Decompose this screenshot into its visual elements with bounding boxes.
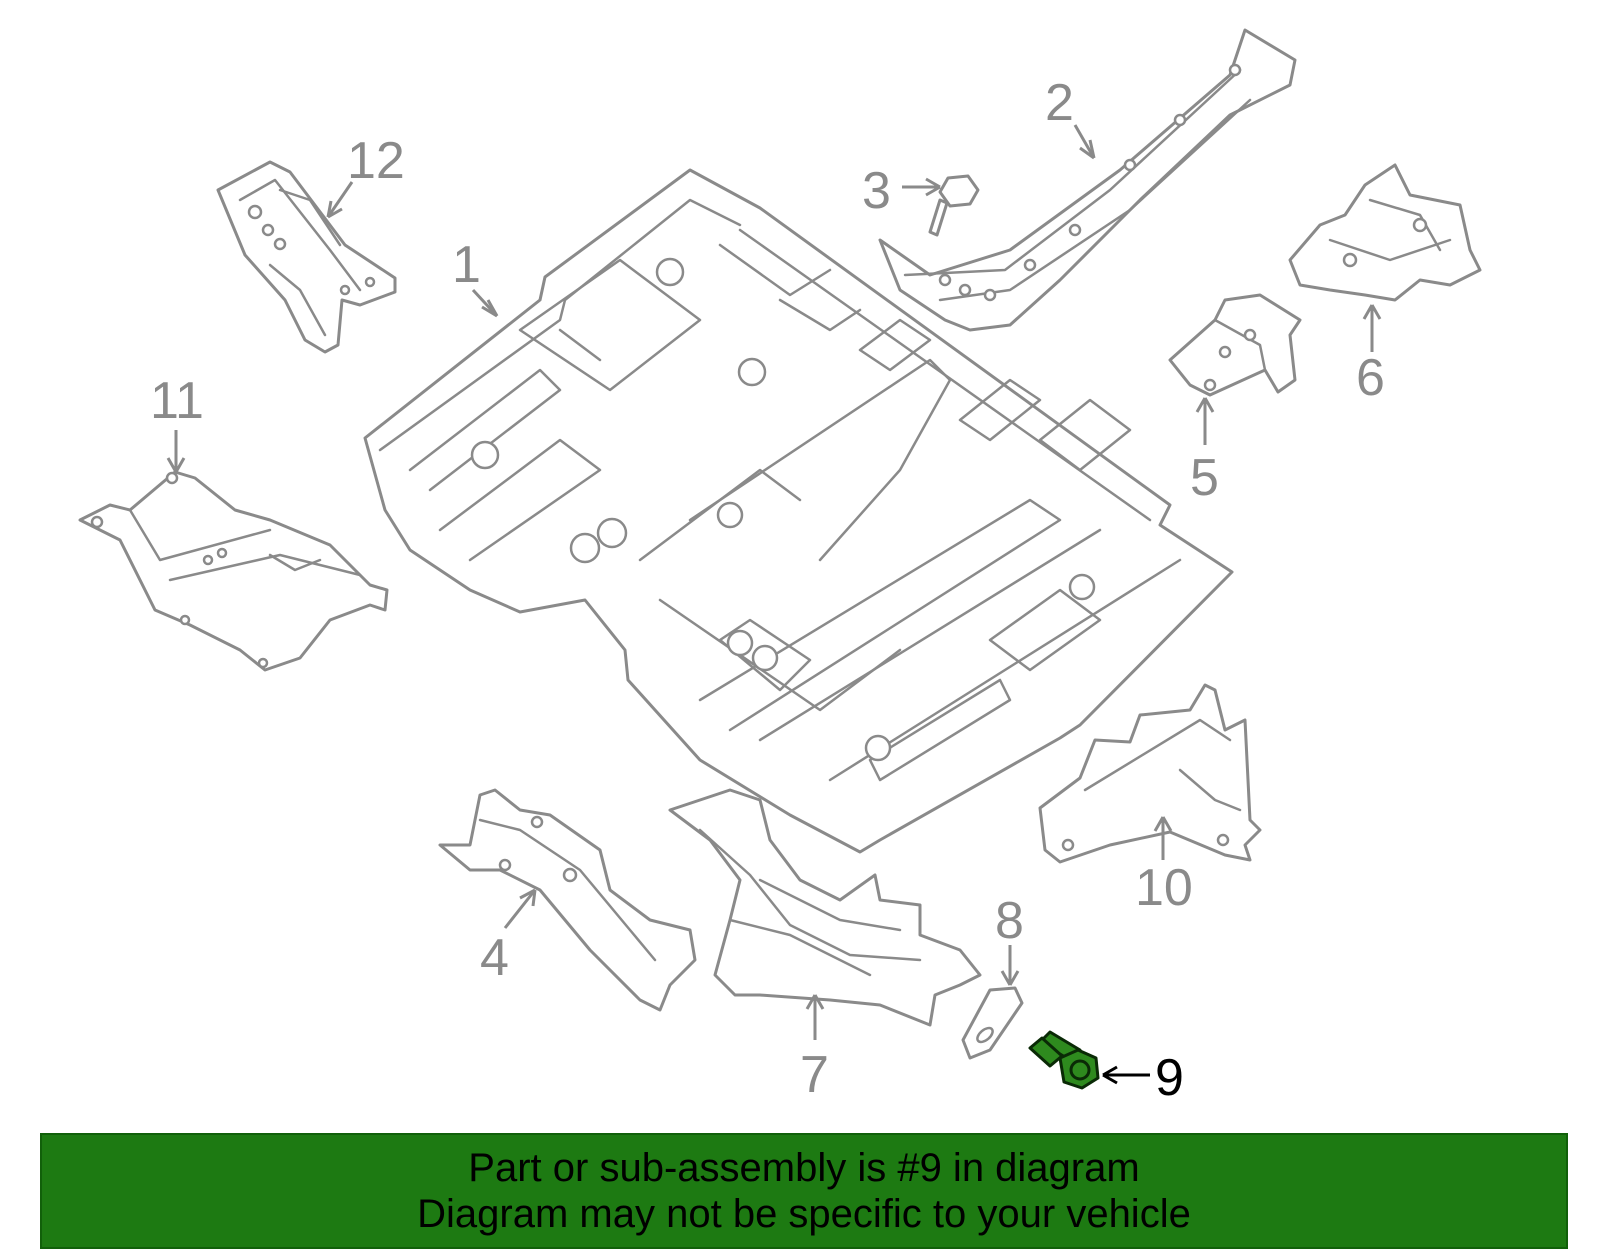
leader-arrow-1 [481, 299, 499, 318]
banner-line-disclaimer: Diagram may not be specific to your vehi… [417, 1192, 1191, 1236]
part-10-crossmember[interactable] [1038, 683, 1262, 864]
leader-line-12 [326, 181, 354, 218]
part-11-side-panel[interactable] [78, 470, 389, 672]
leader-arrow-8 [1000, 970, 1020, 986]
leader-arrow-4 [519, 888, 537, 907]
callout-9: 9 [1155, 1049, 1184, 1107]
part-5-bracket[interactable] [1168, 293, 1302, 397]
callout-3: 3 [862, 162, 891, 220]
leader-arrow-3 [925, 177, 941, 197]
callout-4: 4 [480, 929, 509, 987]
leader-arrow-7 [805, 994, 825, 1010]
part-3-bolt[interactable] [928, 174, 980, 237]
callout-2: 2 [1045, 74, 1074, 132]
part-9-bolt[interactable] [1028, 1030, 1100, 1090]
callout-12: 12 [347, 132, 405, 190]
leader-arrow-6 [1362, 304, 1382, 320]
callout-5: 5 [1190, 449, 1219, 507]
leader-line-2 [1073, 124, 1096, 159]
callout-8: 8 [995, 892, 1024, 950]
leader-arrow-10 [1153, 816, 1173, 832]
part-1-floor-pan[interactable] [363, 168, 1234, 854]
part-4-bracket[interactable] [438, 788, 697, 1012]
info-banner: Part or sub-assembly is #9 in diagram Di… [40, 1133, 1568, 1249]
callout-10: 10 [1135, 859, 1193, 917]
leader-arrow-2 [1079, 139, 1096, 160]
part-12-reinforcement[interactable] [216, 160, 397, 354]
part-2-side-rail[interactable] [878, 28, 1297, 332]
callout-6: 6 [1356, 349, 1385, 407]
callout-7: 7 [800, 1046, 829, 1104]
callout-1: 1 [452, 236, 481, 294]
part-6-bracket[interactable] [1288, 163, 1482, 302]
part-7-member[interactable] [668, 788, 982, 1027]
banner-line-part: Part or sub-assembly is #9 in diagram [468, 1146, 1140, 1190]
callout-11: 11 [150, 372, 204, 430]
leader-arrow-12 [326, 200, 343, 219]
part-8-plate[interactable] [961, 986, 1024, 1060]
leader-arrow-5 [1195, 397, 1215, 413]
leader-arrow-11 [166, 457, 186, 473]
leader-line-4 [503, 889, 537, 929]
leader-arrow-9 [1102, 1065, 1118, 1085]
parts-diagram: 1 2 3 4 5 6 7 8 9 10 11 12 [78, 28, 1482, 1107]
